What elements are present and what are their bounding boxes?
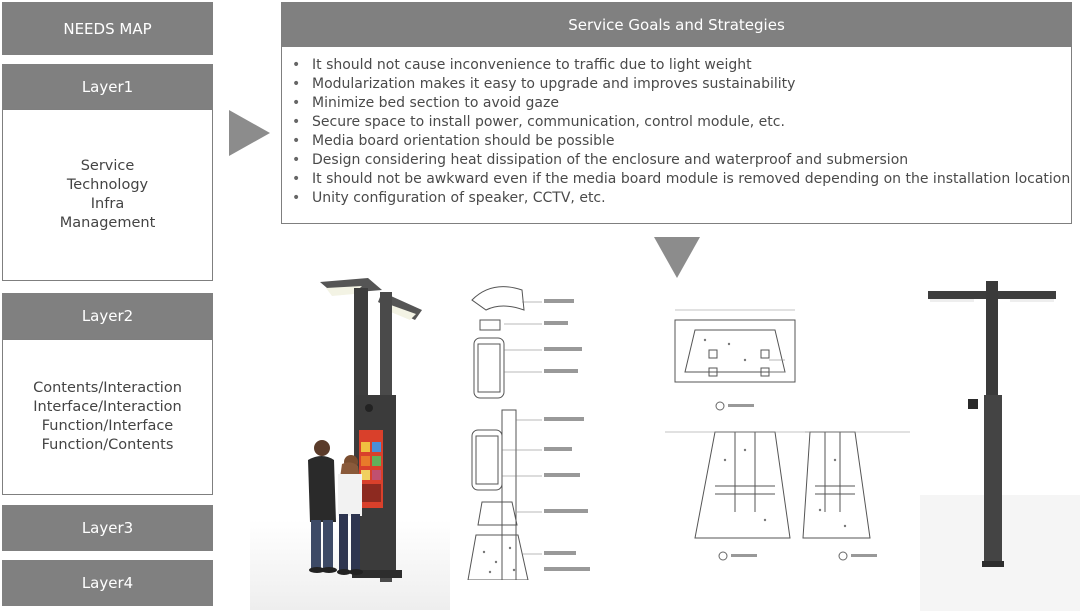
goal-item: Secure space to install power, communica… xyxy=(292,113,1071,132)
arrow-right-icon xyxy=(229,110,270,156)
goal-item: It should not cause inconvenience to tra… xyxy=(292,56,1071,75)
layer4-header: Layer4 xyxy=(2,560,213,606)
layer2-item: Function/Contents xyxy=(41,437,174,453)
goal-item: Minimize bed section to avoid gaze xyxy=(292,94,1071,113)
layer3-header: Layer3 xyxy=(2,505,213,551)
layer1-item: Infra xyxy=(90,196,125,212)
layer2-item: Function/Interface xyxy=(41,418,174,434)
slim-pole-render xyxy=(920,281,1080,611)
goal-item: Design considering heat dissipation of t… xyxy=(292,151,1071,170)
layer1-panel: Service Technology Infra Management xyxy=(2,109,213,281)
layer1-item: Management xyxy=(59,215,156,231)
goal-item: Unity configuration of speaker, CCTV, et… xyxy=(292,189,1071,208)
layer2-item: Interface/Interaction xyxy=(33,399,182,415)
layer2-item: Contents/Interaction xyxy=(33,380,182,396)
needs-map-header: NEEDS MAP xyxy=(2,2,213,55)
service-goals-list: It should not cause inconvenience to tra… xyxy=(282,56,1071,208)
smart-pole-render xyxy=(250,278,450,610)
technical-drawing-elevation xyxy=(467,286,590,580)
service-goals-panel: Service Goals and Strategies It should n… xyxy=(281,2,1072,224)
layer2-header: Layer2 xyxy=(2,293,213,339)
goal-item: It should not be awkward even if the med… xyxy=(292,170,1071,189)
goal-item: Media board orientation should be possib… xyxy=(292,132,1071,151)
service-goals-title: Service Goals and Strategies xyxy=(282,3,1071,47)
technical-drawing-foundation xyxy=(665,309,910,561)
arrow-down-icon xyxy=(654,237,700,278)
layer1-header: Layer1 xyxy=(2,64,213,109)
layer1-item: Service xyxy=(80,158,135,174)
layer1-item: Technology xyxy=(66,177,149,193)
goal-item: Modularization makes it easy to upgrade … xyxy=(292,75,1071,94)
layer2-panel: Contents/Interaction Interface/Interacti… xyxy=(2,339,213,495)
